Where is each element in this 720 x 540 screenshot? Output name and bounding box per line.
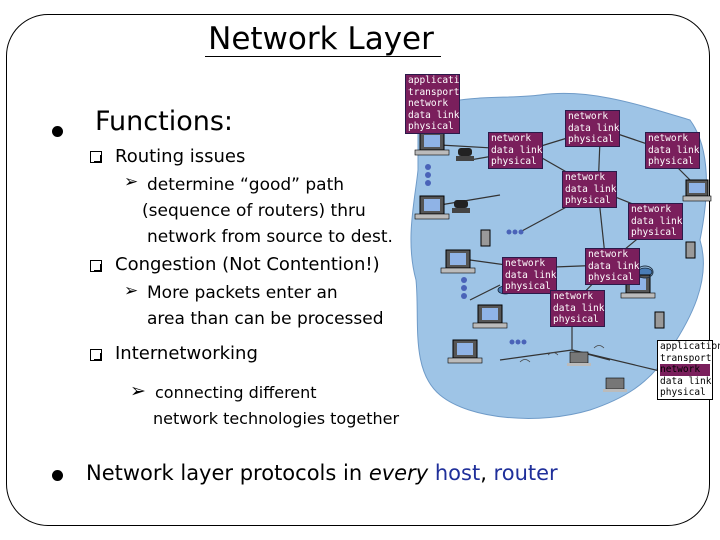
wireless-signal-icon bbox=[519, 345, 605, 363]
desktop-computer-icon bbox=[682, 179, 712, 202]
bullet-icon bbox=[52, 126, 63, 137]
internetworking-line-1: connecting different bbox=[155, 383, 317, 402]
congestion-line-1: More packets enter an bbox=[147, 283, 338, 303]
stack-layer: network bbox=[553, 291, 594, 302]
stack-layer: network bbox=[568, 111, 609, 122]
stack-layer: data link bbox=[631, 215, 683, 227]
slide-title: Network Layer bbox=[190, 18, 452, 60]
checkbox-bullet-icon bbox=[90, 349, 102, 361]
footer-prefix: Network layer protocols in bbox=[86, 461, 369, 485]
hub-icon bbox=[509, 339, 527, 345]
slide-frame bbox=[6, 14, 710, 526]
stack-layer: data link bbox=[553, 302, 605, 314]
router-protocol-stack: network data link physical bbox=[585, 248, 640, 285]
router-protocol-stack: network data link physical bbox=[565, 110, 620, 147]
arrow-bullet-icon: ➢ bbox=[124, 172, 139, 192]
router-protocol-stack: network data link physical bbox=[628, 203, 683, 240]
modem-bank-icon bbox=[425, 164, 431, 186]
stack-layer: data link bbox=[648, 144, 700, 156]
footer-line: Network layer protocols in every host, r… bbox=[86, 461, 558, 485]
server-tower-icon bbox=[480, 229, 491, 247]
host-protocol-stack: application transport network data link … bbox=[657, 340, 720, 400]
stack-layer: physical bbox=[648, 156, 694, 167]
router-protocol-stack: network data link physical bbox=[645, 132, 700, 169]
router-protocol-stack: network data link physical bbox=[502, 257, 557, 294]
desktop-computer-icon bbox=[472, 304, 508, 329]
stack-layer: physical bbox=[565, 195, 611, 206]
router-protocol-stack: network data link physical bbox=[550, 290, 605, 327]
stack-layer: transport bbox=[660, 352, 712, 364]
stack-layer: network bbox=[491, 133, 532, 144]
footer-router: router bbox=[486, 461, 558, 485]
desktop-computer-icon bbox=[414, 131, 450, 156]
stack-layer: data link bbox=[565, 183, 617, 195]
stack-layer: network bbox=[648, 133, 689, 144]
laptop-icon bbox=[567, 351, 591, 366]
router-protocol-stack: network data link physical bbox=[562, 171, 617, 208]
desktop-computer-icon bbox=[440, 249, 476, 274]
congestion-heading: Congestion (Not Contention!) bbox=[115, 254, 380, 275]
stack-layer: data link bbox=[505, 269, 557, 281]
stack-layer: physical bbox=[505, 281, 551, 292]
laptop-icon bbox=[603, 377, 627, 392]
arrow-bullet-icon: ➢ bbox=[130, 380, 146, 402]
host-protocol-stack: application transport network data link … bbox=[405, 74, 471, 134]
stack-layer: physical bbox=[568, 134, 614, 145]
stack-layer: physical bbox=[631, 227, 677, 238]
stack-layer: physical bbox=[588, 272, 634, 283]
stack-layer: data link bbox=[588, 260, 640, 272]
stack-layer: application bbox=[408, 75, 471, 86]
telephone-icon bbox=[452, 200, 470, 213]
stack-layer: data link bbox=[491, 144, 543, 156]
desktop-computer-icon bbox=[414, 195, 450, 220]
stack-layer: network bbox=[565, 172, 606, 183]
server-tower-icon bbox=[654, 311, 665, 329]
modem-bank-icon bbox=[461, 277, 467, 299]
internetworking-line-2: network technologies together bbox=[153, 409, 400, 428]
hub-icon bbox=[506, 229, 524, 235]
footer-comma: , bbox=[480, 461, 487, 485]
bullet-icon bbox=[52, 470, 63, 481]
telephone-icon bbox=[456, 148, 474, 161]
routing-heading: Routing issues bbox=[115, 146, 246, 167]
footer-every: every bbox=[368, 461, 429, 485]
stack-layer: data link bbox=[660, 375, 712, 387]
routing-line-3: network from source to dest. bbox=[147, 227, 393, 247]
internetworking-heading: Internetworking bbox=[115, 343, 258, 364]
checkbox-bullet-icon bbox=[90, 151, 102, 163]
title-underline bbox=[205, 56, 441, 57]
arrow-bullet-icon: ➢ bbox=[124, 281, 139, 301]
stack-layer: network bbox=[588, 249, 629, 260]
checkbox-bullet-icon bbox=[90, 260, 102, 272]
stack-layer: physical bbox=[408, 121, 454, 132]
routing-line-2: (sequence of routers) thru bbox=[142, 201, 366, 221]
congestion-line-2: area than can be processed bbox=[147, 309, 384, 329]
stack-layer: physical bbox=[660, 387, 706, 398]
stack-layer: network bbox=[408, 98, 449, 109]
stack-layer: network bbox=[631, 204, 672, 215]
stack-layer: data link bbox=[568, 122, 620, 134]
stack-layer: application bbox=[660, 341, 720, 352]
stack-layer: network bbox=[505, 258, 546, 269]
functions-heading: Functions: bbox=[95, 106, 234, 137]
footer-host: host bbox=[428, 461, 481, 485]
stack-layer: data link bbox=[408, 109, 460, 121]
server-tower-icon bbox=[685, 241, 696, 259]
stack-layer: physical bbox=[491, 156, 537, 167]
desktop-computer-icon bbox=[447, 339, 483, 364]
stack-layer: transport bbox=[408, 86, 460, 98]
routing-line-1: determine “good” path bbox=[147, 175, 345, 195]
stack-layer: network bbox=[660, 364, 710, 376]
router-protocol-stack: network data link physical bbox=[488, 132, 543, 169]
stack-layer: physical bbox=[553, 314, 599, 325]
